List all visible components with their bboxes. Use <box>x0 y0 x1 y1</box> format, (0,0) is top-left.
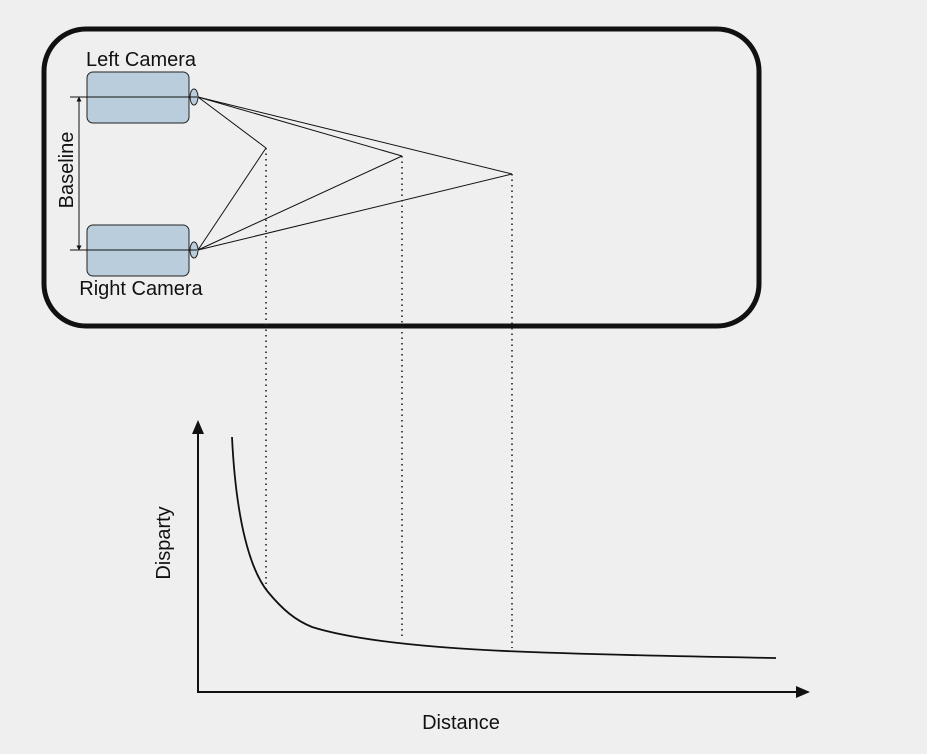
right-camera-label: Right Camera <box>79 278 203 300</box>
x-axis-arrowhead <box>796 686 810 698</box>
y-axis-label: Disparty <box>153 506 175 579</box>
camera-rig-enclosure <box>41 26 762 329</box>
sight-line-left-mid <box>197 96 403 157</box>
left-camera <box>70 71 199 124</box>
y-axis-arrowhead <box>192 420 204 434</box>
sight-lines <box>197 96 513 251</box>
left-camera-label: Left Camera <box>86 49 197 71</box>
sight-line-right-near <box>197 147 267 251</box>
projection-lines <box>265 148 513 648</box>
sight-line-left-far <box>197 96 513 175</box>
x-axis-label: Distance <box>422 712 500 734</box>
sight-line-right-far <box>197 173 513 251</box>
sight-line-left-near <box>197 96 267 149</box>
disparity-curve <box>231 436 777 659</box>
right-camera <box>70 224 199 277</box>
sight-line-right-mid <box>197 155 403 251</box>
baseline-label: Baseline <box>56 132 78 209</box>
graph-axes <box>192 420 810 698</box>
